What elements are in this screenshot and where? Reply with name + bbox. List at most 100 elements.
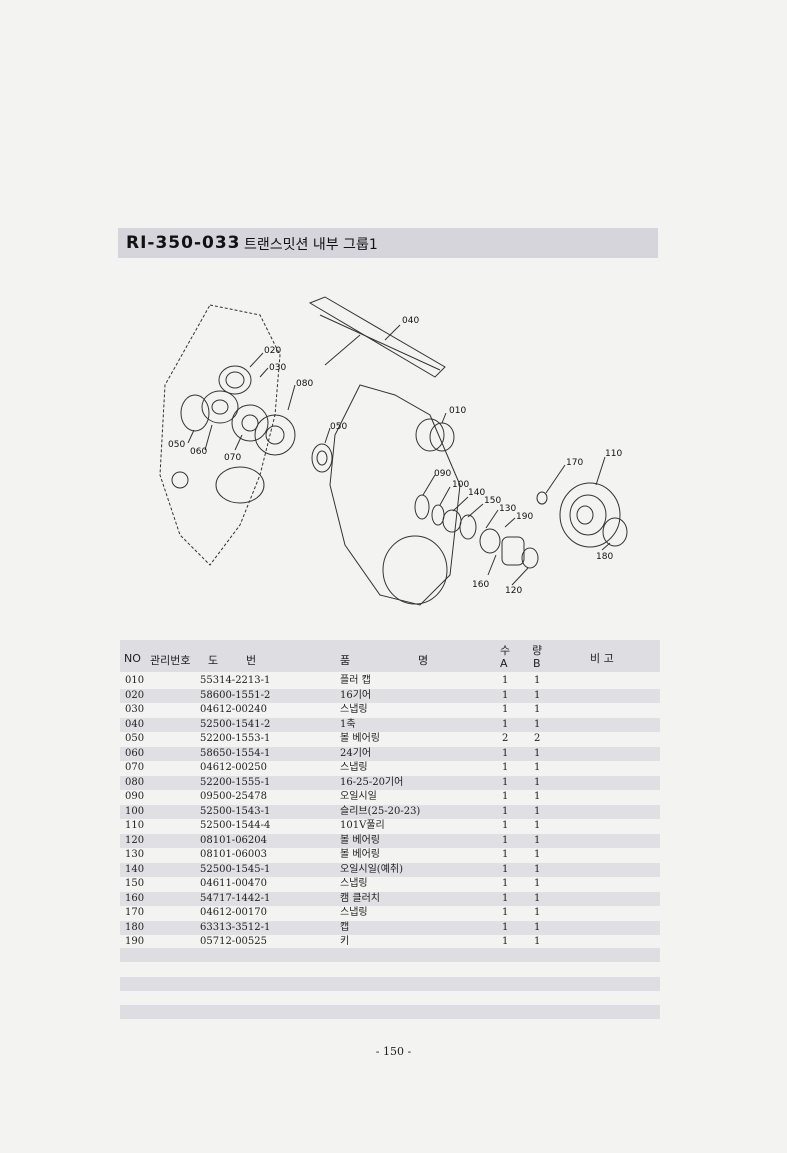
row-drawing-no: 52500-1544-4	[200, 820, 271, 831]
callout-190: 190	[516, 512, 533, 522]
row-qty-b: 1	[534, 863, 541, 875]
row-qty-a: 1	[502, 747, 509, 759]
row-drawing-no: 08101-06204	[200, 834, 268, 846]
row-qty-b: 1	[534, 791, 541, 802]
row-no: 080	[125, 776, 145, 788]
header-name-1: 품	[340, 654, 351, 667]
row-qty-b: 1	[534, 805, 541, 817]
header-qty-2: 량	[532, 644, 543, 657]
row-no: 070	[125, 762, 145, 773]
row-qty-b: 1	[534, 776, 541, 788]
callout-090: 090	[434, 469, 451, 479]
row-qty-a: 1	[502, 689, 509, 701]
row-part-name: 1축	[340, 718, 356, 730]
row-drawing-no: 08101-06003	[200, 849, 268, 860]
callout-050: 050	[330, 422, 347, 432]
header-qty-b: B	[533, 657, 541, 670]
row-no: 030	[125, 704, 145, 715]
row-qty-a: 1	[502, 704, 509, 715]
row-part-name: 16기어	[340, 689, 372, 701]
callout-060: 060	[190, 447, 207, 457]
empty-row	[120, 948, 660, 962]
empty-row	[120, 977, 660, 991]
header-no: NO	[124, 652, 141, 665]
row-drawing-no: 04612-00250	[200, 762, 268, 773]
row-part-name: 오일시일(예취)	[340, 863, 404, 875]
table-row: 090 09500-25478 오일시일 1 1	[120, 790, 660, 805]
row-qty-b: 1	[534, 834, 541, 846]
row-no: 090	[125, 791, 145, 802]
row-drawing-no: 54717-1442-1	[200, 892, 271, 904]
row-part-name: 볼 베어링	[340, 733, 380, 744]
row-qty-a: 1	[502, 791, 509, 802]
row-qty-a: 2	[502, 733, 509, 744]
row-no: 110	[125, 820, 145, 831]
row-part-name: 볼 베어링	[340, 834, 380, 846]
callout-180: 180	[596, 552, 613, 562]
row-part-name: 101V풀리	[340, 820, 385, 831]
row-part-name: 캡	[340, 921, 350, 933]
header-qty: 수	[500, 644, 511, 657]
row-drawing-no: 52500-1541-2	[200, 718, 271, 730]
callout-010: 010	[449, 406, 466, 416]
row-part-name: 스냅링	[340, 704, 368, 715]
header-qty-a: A	[500, 657, 508, 670]
row-no: 150	[125, 878, 145, 889]
row-drawing-no: 04612-00240	[200, 704, 268, 715]
callout-020: 020	[264, 346, 281, 356]
row-drawing-no: 55314-2213-1	[200, 675, 271, 686]
row-drawing-no: 09500-25478	[200, 791, 268, 802]
row-drawing-no: 52500-1543-1	[200, 805, 271, 817]
header-mgmt-no: 관리번호	[150, 654, 191, 667]
row-no: 040	[125, 718, 145, 730]
callout-160: 160	[472, 580, 489, 590]
row-no: 050	[125, 733, 145, 744]
row-part-name: 볼 베어링	[340, 849, 380, 860]
row-qty-a: 1	[502, 849, 509, 860]
table-row: 110 52500-1544-4 101V풀리 1 1	[120, 819, 660, 834]
callout-030: 030	[269, 363, 286, 373]
row-no: 100	[125, 805, 145, 817]
callout-120: 120	[505, 586, 522, 596]
row-part-name: 스냅링	[340, 878, 368, 889]
part-group-name: 트랜스밋션 내부 그룹1	[244, 237, 378, 253]
callout-110: 110	[605, 449, 622, 459]
row-qty-b: 1	[534, 762, 541, 773]
row-qty-a: 1	[502, 718, 509, 730]
row-qty-b: 1	[534, 675, 541, 686]
row-qty-a: 1	[502, 820, 509, 831]
row-no: 170	[125, 907, 145, 918]
row-qty-a: 1	[502, 892, 509, 904]
row-qty-a: 1	[502, 805, 509, 817]
table-row: 040 52500-1541-2 1축 1 1	[120, 717, 660, 732]
callout-150: 150	[484, 496, 501, 506]
row-qty-a: 1	[502, 878, 509, 889]
row-part-name: 오일시일	[340, 791, 377, 802]
row-qty-a: 1	[502, 776, 509, 788]
row-qty-a: 1	[502, 921, 509, 933]
row-qty-b: 1	[534, 704, 541, 715]
page-number: - 150 -	[375, 1045, 412, 1058]
row-qty-b: 1	[534, 907, 541, 918]
row-qty-b: 1	[534, 718, 541, 730]
header-name-2: 명	[418, 654, 429, 667]
row-qty-a: 1	[502, 675, 509, 686]
row-no: 140	[125, 863, 145, 875]
table-row: 150 04611-00470 스냅링 1 1	[120, 877, 660, 892]
row-qty-a: 1	[502, 762, 509, 773]
callout-100: 100	[452, 480, 469, 490]
row-qty-b: 1	[534, 878, 541, 889]
header-drawing-1: 도	[208, 654, 219, 667]
row-qty-b: 1	[534, 820, 541, 831]
row-qty-b: 1	[534, 921, 541, 933]
row-drawing-no: 04611-00470	[200, 878, 268, 889]
